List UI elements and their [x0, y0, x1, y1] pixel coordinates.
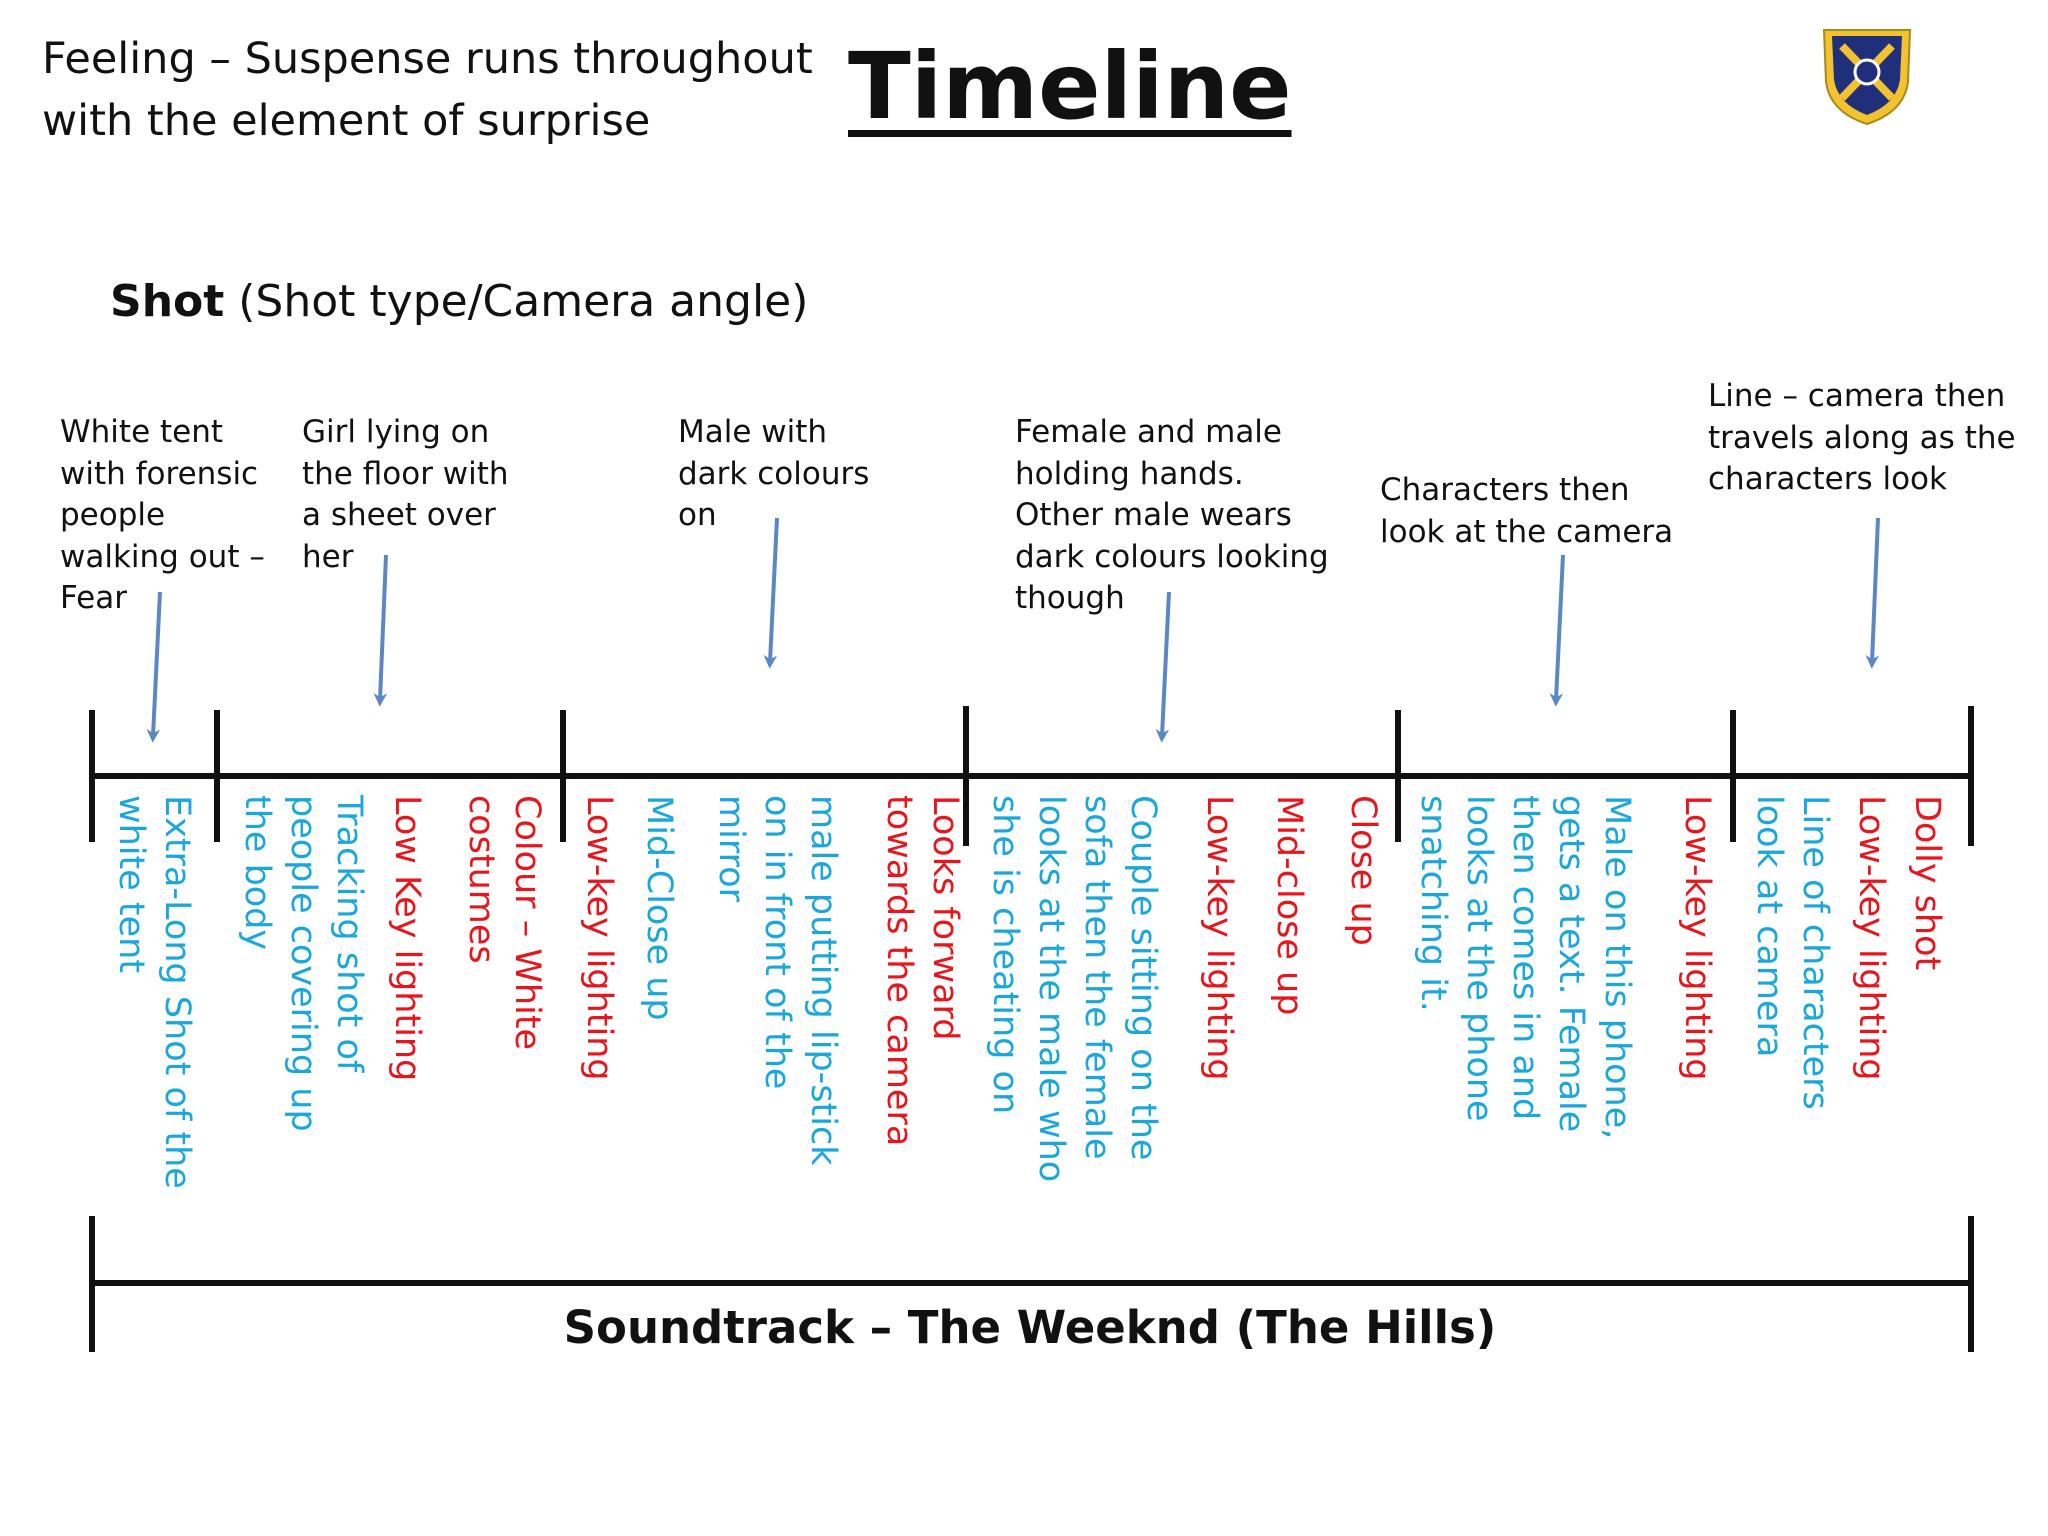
column-low-key-lighting: Low-key lighting: [579, 795, 619, 1081]
arrow-icon: [373, 554, 388, 707]
column-low-key-lighting: Low-key lighting: [1677, 795, 1717, 1081]
note-girl-lying: Girl lying on the floor with a sheet ove…: [302, 414, 509, 575]
note-male-dark-colours: Male with dark colours on: [678, 414, 870, 533]
column-dolly-shot: Dolly shot: [1907, 795, 1947, 971]
feeling-caption: Feeling – Suspense runs throughout with …: [42, 34, 813, 146]
arrow-icon: [763, 517, 779, 669]
arrow-icon: [1549, 554, 1565, 707]
column-extra-long-shot: Extra-Long Shot of the white tent: [111, 795, 197, 1189]
column-male-lipstick: male putting lip-stick on in front of th…: [711, 795, 843, 1166]
column-low-key-lighting: Low Key lighting: [387, 795, 427, 1082]
column-low-key-lighting: Low-key lighting: [1199, 795, 1239, 1081]
column-mid-close-up: Mid-Close up: [639, 795, 679, 1021]
page-title: Timeline: [848, 33, 1292, 140]
column-male-phone: Male on this phone, gets a text. Female …: [1413, 795, 1637, 1140]
column-looks-forward: Looks forward towards the camera: [879, 795, 965, 1147]
note-female-male-hands: Female and male holding hands. Other mal…: [1015, 414, 1329, 616]
shot-heading: Shot (Shot type/Camera angle): [110, 272, 808, 332]
column-tracking-shot: Tracking shot of people covering up the …: [237, 795, 369, 1132]
column-line-of-characters: Line of characters look at camera: [1749, 795, 1835, 1110]
note-white-tent: White tent with forensic people walking …: [60, 414, 265, 616]
arrow-icon: [1155, 591, 1171, 743]
school-crest-icon: [1822, 29, 1912, 126]
column-colour-white: Colour – White costumes: [461, 795, 547, 1051]
arrow-icon: [1865, 517, 1880, 669]
note-characters-look: Characters then look at the camera: [1380, 472, 1674, 550]
shot-heading-rest: (Shot type/Camera angle): [224, 276, 809, 327]
column-low-key-lighting: Low-key lighting: [1851, 795, 1891, 1081]
soundtrack-label: Soundtrack – The Weeknd (The Hills): [563, 1301, 1497, 1354]
column-mid-close-up: Mid-close up: [1269, 795, 1309, 1016]
arrow-icon: [146, 591, 162, 743]
column-couple-sofa: Couple sitting on the sofa then the fema…: [985, 795, 1163, 1183]
note-line-camera-travels: Line – camera then travels along as the …: [1708, 378, 2016, 497]
shot-heading-bold: Shot: [110, 276, 225, 327]
column-close-up: Close up: [1343, 795, 1383, 946]
